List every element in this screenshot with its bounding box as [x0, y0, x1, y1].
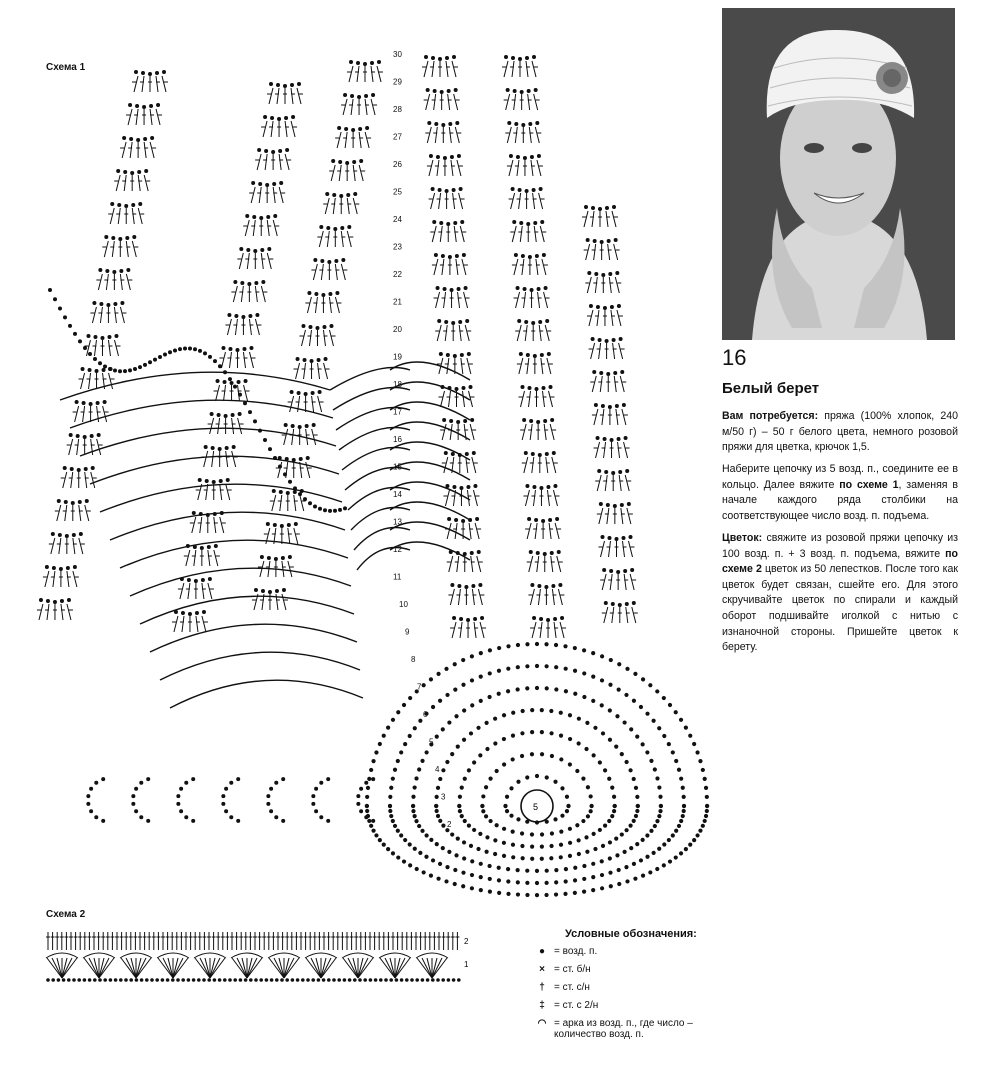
instructions-scheme-link: по схеме 1 — [839, 478, 899, 491]
row-number: 10 — [399, 600, 408, 609]
row-number: 18 — [393, 380, 402, 389]
row-number: 2 — [447, 820, 452, 829]
materials-paragraph: Вам потребуется: пряжа (100% хлопок, 240… — [722, 409, 958, 456]
scheme2-row-1: 1 — [464, 960, 469, 969]
woman-in-crochet-beret-photo — [722, 8, 955, 340]
materials-label: Вам потребуется: — [722, 410, 819, 422]
row-number: 15 — [393, 463, 402, 472]
chain-arc-icon: ◠ — [537, 1018, 547, 1029]
row-number: 9 — [405, 628, 410, 637]
single-crochet-icon: × — [539, 964, 545, 975]
row-number: 26 — [393, 160, 402, 169]
instructions-paragraph: Наберите цепочку из 5 возд. п., соединит… — [722, 462, 958, 524]
row-number: 24 — [393, 215, 402, 224]
flower-scheme-link: по схеме 2 — [722, 547, 958, 576]
row-number: 27 — [393, 133, 402, 142]
row-number: 13 — [393, 518, 402, 527]
legend: Условные обозначения: ● = возд. п. × = с… — [530, 928, 700, 1048]
row-number: 29 — [393, 78, 402, 87]
row-number: 5 — [429, 738, 434, 747]
row-number: 20 — [393, 325, 402, 334]
row-number: 21 — [393, 298, 402, 307]
row-number: 16 — [393, 435, 402, 444]
scheme2-row-2: 2 — [464, 937, 469, 946]
scheme2-label: Схема 2 — [46, 909, 86, 920]
chain-stitch-icon: ● — [538, 946, 546, 957]
page-number: 16 — [722, 345, 747, 370]
row-number: 8 — [411, 655, 416, 664]
row-number: 12 — [393, 545, 402, 554]
flower-text-a: свяжите из розовой пряжи цепочку из 100 … — [722, 532, 958, 560]
legend-item-arc: ◠ = арка из возд. п., где число – количе… — [530, 1018, 700, 1048]
row-number: 7 — [417, 683, 422, 692]
row-number: 6 — [423, 710, 428, 719]
double-crochet-icon: † — [539, 982, 545, 993]
row-number: 30 — [393, 50, 402, 59]
row-number: 23 — [393, 243, 402, 252]
scheme1-label: Схема 1 — [46, 62, 86, 73]
instructions-text-a: Наберите цепочку из 5 возд. п., соединит… — [722, 463, 958, 491]
row-number: 25 — [393, 188, 402, 197]
row-number: 28 — [393, 105, 402, 114]
legend-item-chain: ● = возд. п. — [530, 946, 700, 964]
row-number: 3 — [441, 793, 446, 802]
scheme1-diagram: 3029282726252423222120191817161514131211… — [36, 50, 710, 898]
scheme2-diagram: 2 1 — [45, 932, 469, 982]
treble-crochet-icon: ‡ — [539, 1000, 545, 1011]
legend-item-sc: × = ст. б/н — [530, 964, 700, 982]
legend-item-dc: † = ст. с/н — [530, 982, 700, 1000]
legend-title: Условные обозначения: — [565, 928, 697, 940]
flower-text-c: цветок из 50 лепестков. После того как ц… — [722, 563, 958, 654]
flower-label: Цветок: — [722, 532, 763, 544]
row-number: 22 — [393, 270, 402, 279]
center-ring — [520, 789, 554, 823]
row-number: 19 — [393, 353, 402, 362]
row-number: 17 — [393, 408, 402, 417]
row-number: 14 — [393, 490, 402, 499]
materials-text: пряжа (100% хлопок, 240 м/50 г) – 50 г б… — [722, 410, 958, 454]
center-ring-number: 5 — [533, 802, 538, 812]
legend-item-tr: ‡ = ст. с 2/н — [530, 1000, 700, 1018]
project-title: Белый берет — [722, 380, 820, 397]
row-number: 4 — [435, 765, 440, 774]
flower-paragraph: Цветок: свяжите из розовой пряжи цепочку… — [722, 531, 958, 656]
instructions-text-c: , заменяя в начале каждого ряда столбики… — [722, 478, 958, 522]
row-number: 11 — [393, 573, 402, 582]
